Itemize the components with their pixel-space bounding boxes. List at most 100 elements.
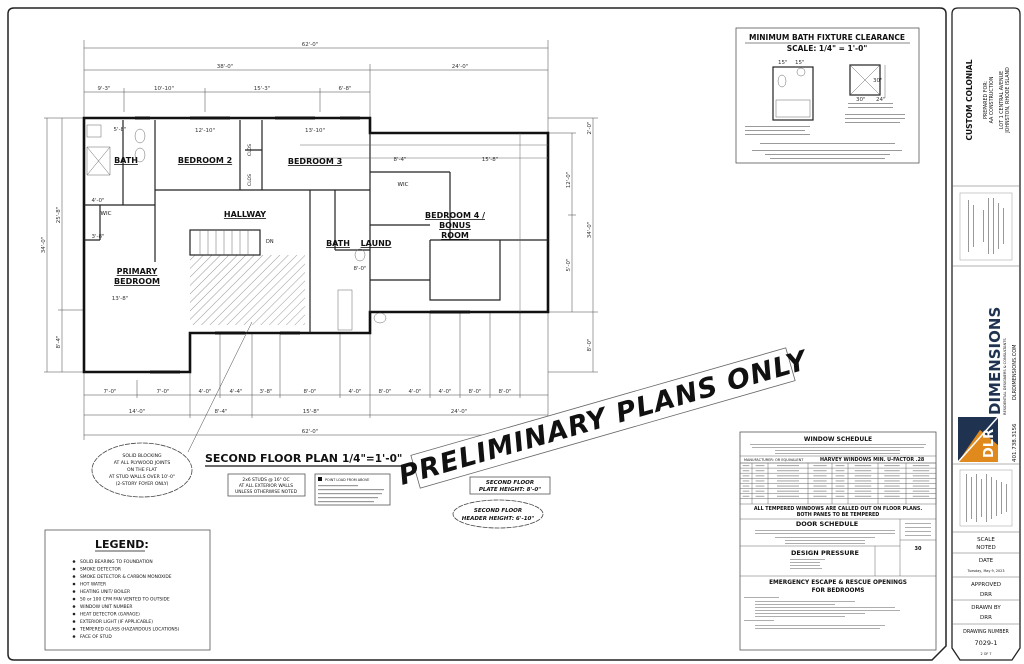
room-dim: 15'-8" [482, 157, 499, 163]
dim-bottom: 4'-0" [348, 389, 361, 395]
plate-height-note: SECOND FLOOR PLATE HEIGHT: 8'-0" [469, 476, 551, 495]
legend-item: HEATING UNIT/ BOILER [80, 589, 130, 595]
dim-overall-top: 62'-0" [302, 42, 319, 48]
window-schedule-title: WINDOW SCHEDULE [804, 436, 872, 443]
legend-item: HEAT DETECTOR (GARAGE) [80, 612, 140, 618]
room-labels: BATH BEDROOM 2 BEDROOM 3 HALLWAY BATH LA… [91, 127, 498, 302]
room-label-room: ROOM [441, 231, 469, 240]
legend: LEGEND: [44, 529, 211, 651]
date-value: Tuesday, May 9, 2023 [967, 569, 1005, 573]
dim-bottom: 8'-0" [468, 389, 481, 395]
svg-text:ALL TEMPERED WINDOWS ARE CALLE: ALL TEMPERED WINDOWS ARE CALLED OUT ON F… [754, 506, 923, 512]
open-to-below-area [190, 255, 305, 325]
legend-symbol-icon [72, 582, 76, 586]
legend-item: 50 or 100 CFM FAN VENTED TO OUTSIDE [80, 597, 170, 603]
svg-text:30: 30 [915, 546, 922, 552]
legend-symbol-icon [72, 612, 76, 616]
svg-text:BOTH PANES TO BE TEMPERED: BOTH PANES TO BE TEMPERED [797, 512, 880, 518]
svg-text:SOLID BLOCKING: SOLID BLOCKING [122, 453, 162, 459]
drawn-by-value: DRR [980, 615, 992, 621]
room-label-laundry: LAUND [361, 239, 392, 248]
company-logo: DLR DIMENSIONS RESIDENTIAL DESIGNERS & C… [957, 307, 1007, 463]
room-label-bonus: BONUS [439, 221, 471, 230]
title-block: CUSTOM COLONIAL PREPARED FOR: AA CONSTRU… [951, 7, 1021, 661]
legend-item: HOT WATER [80, 582, 106, 588]
bottom-dimension-row2: 14'-0" 8'-4" 15'-8" 24'-0" 62'-0" [129, 409, 468, 435]
dim-bottom: 4'-4" [229, 389, 242, 395]
staircase: DN [189, 229, 274, 256]
room-dim: 4'-0" [91, 198, 104, 204]
logo-dimensions: DIMENSIONS [986, 307, 1004, 415]
dim-bottom: 8'-0" [378, 389, 391, 395]
plan-title: SECOND FLOOR PLAN [205, 452, 338, 465]
svg-text:HARVEY WINDOWS MIN. U-FACTOR .: HARVEY WINDOWS MIN. U-FACTOR .28 [820, 457, 925, 463]
dim-left: 34'-0" [41, 237, 47, 254]
legend-item: SMOKE DETECTOR & CARBON MONOXIDE [80, 574, 172, 580]
legend-item: EXTERIOR LIGHT (IF APPLICABLE) [80, 619, 153, 625]
approved-value: DRR [980, 592, 992, 598]
dim-bottom: 14'-0" [129, 409, 146, 415]
dim-bottom: 8'-0" [303, 389, 316, 395]
side-dimensions: 34'-0" 25'-8" 8'-4" 34'-0" 12'-0" 5'-0" … [41, 117, 598, 373]
dim-bottom: 3'-8" [259, 389, 272, 395]
legend-item: TEMPERED GLASS (HAZARDOUS LOCATIONS) [79, 627, 179, 633]
room-dim: 8'-4" [393, 157, 406, 163]
svg-text:(2-STORY FOYER ONLY): (2-STORY FOYER ONLY) [116, 481, 169, 487]
sheet-number: 2 OF 7 [980, 652, 991, 656]
room-dim: 3'-8" [91, 234, 104, 240]
legend-items: SOLID BEARING TO FOUNDATION SMOKE DETECTO… [72, 559, 179, 640]
legend-symbol-icon [72, 590, 76, 593]
room-dim: 13'-8" [112, 296, 129, 302]
legend-symbol-icon [72, 620, 76, 623]
dim-bottom: 15'-8" [303, 409, 320, 415]
dim-segment: 6'-8" [338, 86, 351, 92]
svg-text:JOHNSTON, RHODE ISLAND: JOHNSTON, RHODE ISLAND [1005, 67, 1011, 134]
svg-text:2x6 STUDS @ 16" OC: 2x6 STUDS @ 16" OC [242, 477, 289, 483]
header-height-cloud: SECOND FLOOR HEADER HEIGHT: 6'-10" [452, 499, 544, 529]
dim-top-left: 38'-0" [217, 64, 234, 70]
dim-segment: 9'-3" [97, 86, 110, 92]
svg-text:AT ALL EXTERIOR WALLS: AT ALL EXTERIOR WALLS [239, 483, 293, 489]
svg-text:SECOND FLOOR: SECOND FLOOR [474, 508, 522, 514]
bath-clearance-detail: MINIMUM BATH FIXTURE CLEARANCE SCALE: 1/… [735, 27, 920, 164]
room-label-closet: CLOS [247, 174, 253, 186]
dim-bottom: 24'-0" [451, 409, 468, 415]
room-dim: 5'-8" [113, 127, 126, 133]
room-dim: 8'-0" [353, 266, 366, 272]
svg-text:PLATE HEIGHT: 8'-0": PLATE HEIGHT: 8'-0" [479, 487, 541, 493]
room-dim: 13'-10" [305, 128, 325, 134]
dim-top-right: 24'-0" [452, 64, 469, 70]
room-label-bath-2: BATH [326, 239, 350, 248]
dim-right: 8'-0" [587, 338, 593, 351]
sheet-border [7, 7, 947, 661]
room-label-bedroom-2: BEDROOM 2 [178, 156, 232, 165]
legend-item: SOLID BEARING TO FOUNDATION [80, 559, 153, 565]
dim-bottom: 8'-0" [498, 389, 511, 395]
svg-text:24": 24" [876, 97, 886, 103]
dim-bottom: 8'-4" [214, 409, 227, 415]
svg-text:DRAWN BY: DRAWN BY [971, 605, 1001, 611]
svg-text:ON THE FLAT: ON THE FLAT [127, 467, 157, 473]
svg-text:AT ALL PLYWOOD JOINTS: AT ALL PLYWOOD JOINTS [114, 460, 171, 466]
plan-scale: 1/4"=1'-0" [342, 453, 402, 465]
bottom-dimension-row1: 7'-0" 7'-0" 4'-0" 4'-4" 3'-8" 8'-0" 4'-0" 8'-0"… [103, 389, 511, 395]
svg-text:APPROVED: APPROVED [971, 582, 1001, 588]
svg-text:AT STUD WALLS OVER 10'-0": AT STUD WALLS OVER 10'-0" [109, 474, 175, 480]
room-label-primary-bedroom: BEDROOM [114, 277, 160, 286]
schedules: WINDOW SCHEDULE MANUFACTURER: OR EQUIVAL… [739, 431, 937, 651]
svg-text:30": 30" [856, 97, 866, 103]
legend-item: WINDOW UNIT NUMBER [80, 604, 133, 610]
svg-text:LOT 1 CENTRAL AVENUE: LOT 1 CENTRAL AVENUE [999, 71, 1005, 129]
svg-text:15": 15" [778, 60, 788, 66]
room-label-closet: CLOS [247, 144, 253, 156]
dim-bottom: 4'-0" [198, 389, 211, 395]
dim-bottom: 7'-0" [103, 389, 116, 395]
legend-title: LEGEND: [95, 538, 149, 551]
egress-title: EMERGENCY ESCAPE & RESCUE OPENINGS [769, 580, 907, 586]
dim-right: 5'-0" [566, 258, 572, 271]
website: DLRDIMENSIONS.COM [1012, 345, 1018, 400]
svg-text:HEADER HEIGHT: 6'-10": HEADER HEIGHT: 6'-10" [462, 516, 535, 522]
dim-bottom: 7'-0" [156, 389, 169, 395]
point-load-note: POINT LOAD FROM ABOVE [314, 473, 391, 506]
